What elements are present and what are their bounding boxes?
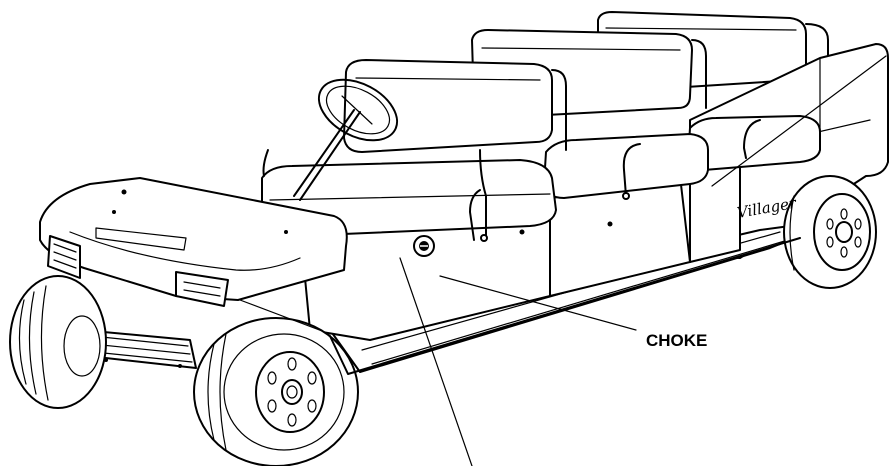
steering-wheel: [293, 78, 399, 201]
choke-label: CHOKE: [646, 331, 707, 350]
body-side-rocker: [239, 237, 801, 375]
bottom-leader-line: [399, 257, 473, 466]
wheel-front-left: [9, 275, 107, 409]
callout-leaders: [399, 55, 887, 466]
headlight-right: [175, 271, 229, 307]
rear-leader-line: [711, 55, 887, 187]
choke-knob: [413, 235, 435, 257]
headlight-left: [47, 235, 81, 279]
wheel-front-right: [193, 317, 359, 466]
front-seat-back: [343, 59, 553, 153]
choke-leader-line: [439, 275, 637, 331]
grab-rails: [262, 69, 761, 242]
wheel-rear-right: [783, 175, 877, 289]
